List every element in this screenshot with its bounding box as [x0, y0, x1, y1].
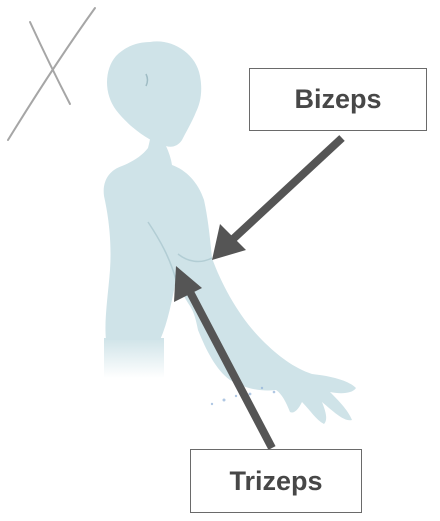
- x-mark-icon: [8, 8, 95, 140]
- bizeps-label-text: Bizeps: [294, 84, 381, 115]
- bizeps-arrow: [212, 138, 342, 260]
- trizeps-label: Trizeps: [190, 449, 362, 513]
- bizeps-label: Bizeps: [249, 68, 427, 131]
- trizeps-label-text: Trizeps: [229, 466, 322, 497]
